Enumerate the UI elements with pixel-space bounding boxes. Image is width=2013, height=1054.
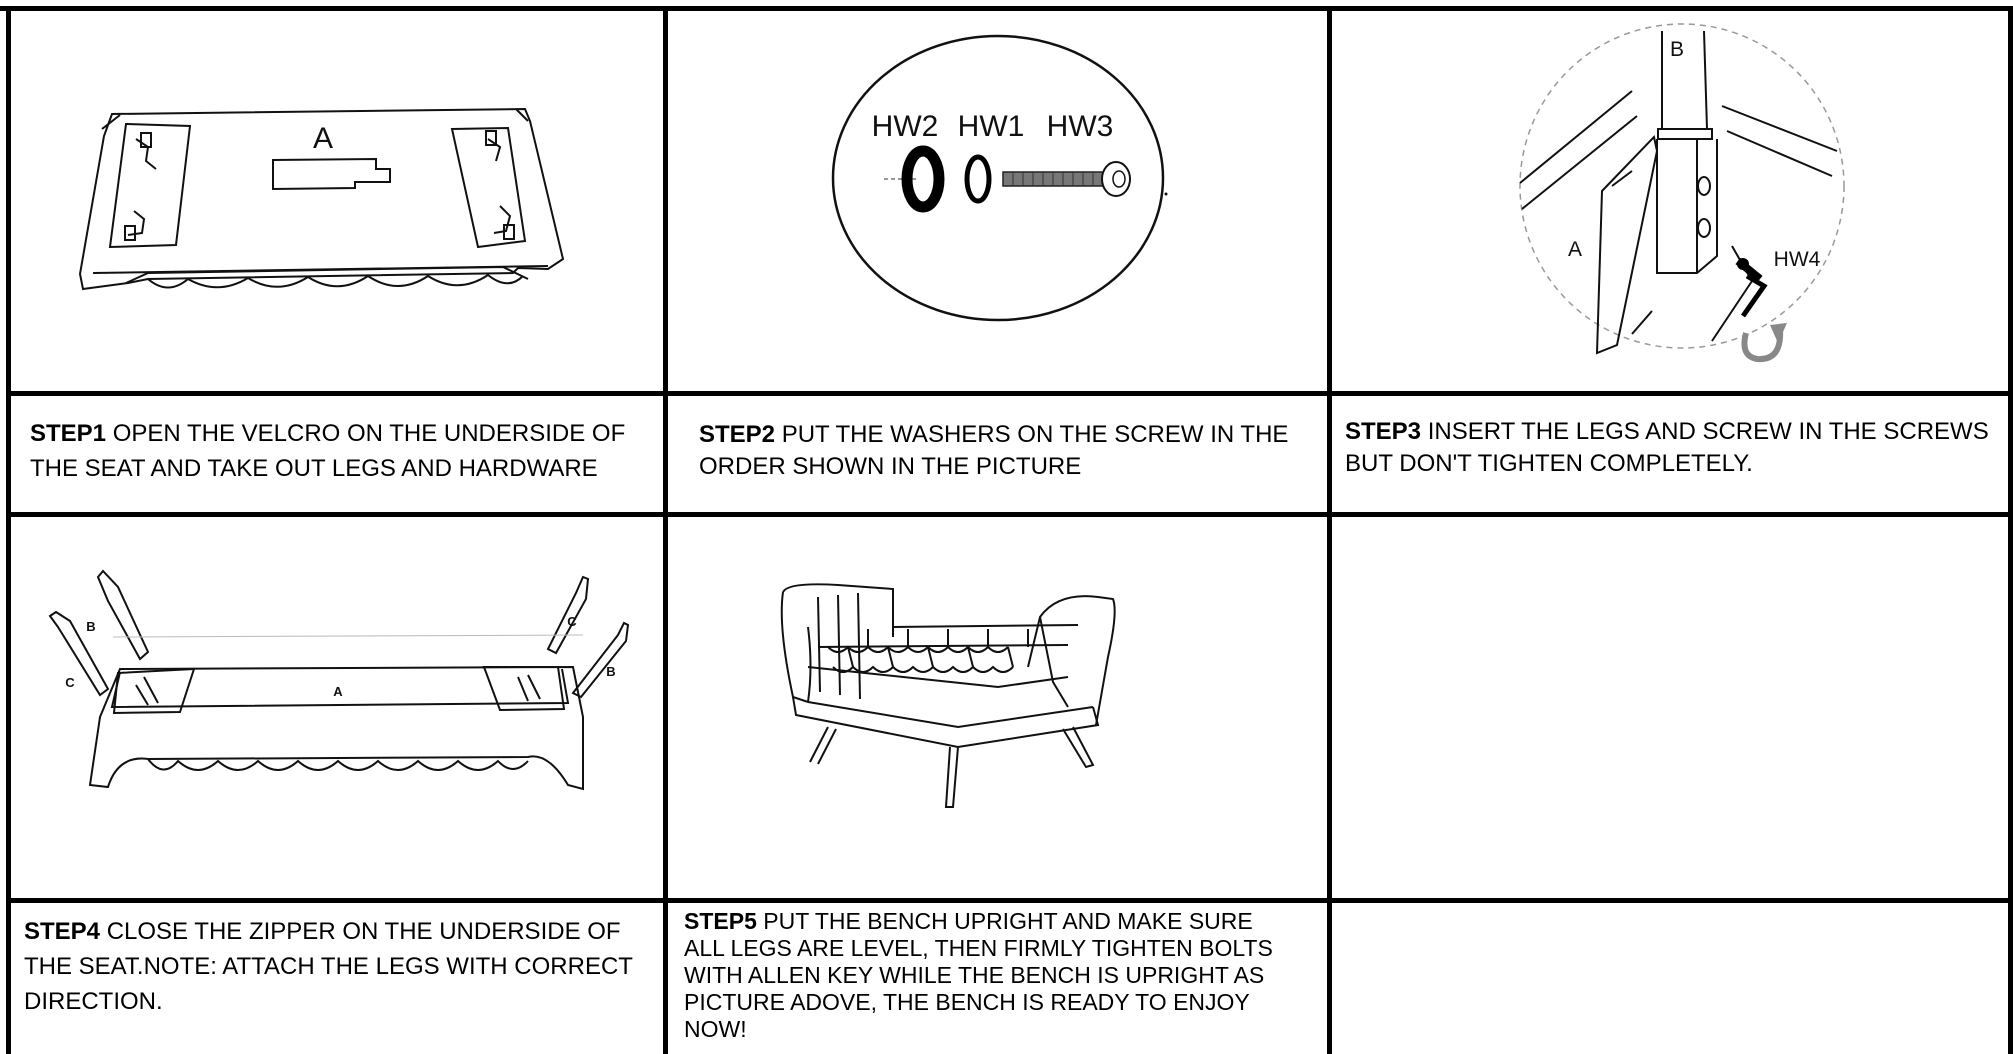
step2-hw1-label: HW1 bbox=[958, 110, 1025, 143]
step4-label: STEP4 bbox=[24, 918, 100, 945]
step3-instruction: STEP3 INSERT THE LEGS AND SCREW IN THE S… bbox=[1345, 416, 2000, 480]
step2-hw2-label: HW2 bbox=[872, 110, 939, 143]
step2-hw3-label: HW3 bbox=[1047, 110, 1114, 143]
step3-text: INSERT THE LEGS AND SCREW IN THE SCREWS … bbox=[1345, 418, 1989, 477]
step4-instruction: STEP4 CLOSE THE ZIPPER ON THE UNDERSIDE … bbox=[24, 914, 654, 1019]
step5-label: STEP5 bbox=[684, 908, 757, 934]
step3-seat-a-label: A bbox=[1568, 238, 1582, 261]
washer-hw1-icon bbox=[967, 157, 989, 201]
step2-label: STEP2 bbox=[699, 421, 775, 448]
screw-hw3-icon bbox=[1003, 162, 1130, 196]
step3-leg-insert-figure: B A HW4 bbox=[1332, 11, 2007, 391]
step2-hardware-figure: HW2 HW1 HW3 bbox=[668, 11, 1328, 391]
grid-line-row3 bbox=[8, 898, 2013, 903]
step4-attach-legs-figure: B C A C B bbox=[8, 517, 668, 897]
step1-seat-underside-figure: A bbox=[8, 11, 668, 391]
step5-instruction: STEP5 PUT THE BENCH UPRIGHT AND MAKE SUR… bbox=[684, 908, 1294, 1043]
step4-text: CLOSE THE ZIPPER ON THE UNDERSIDE OF THE… bbox=[24, 918, 633, 1015]
washer-hw2-icon bbox=[907, 151, 939, 207]
step4-leg-b-left-label: B bbox=[86, 619, 95, 634]
step5-bench-upright-figure bbox=[668, 517, 1328, 897]
step1-part-a-label: A bbox=[313, 122, 333, 155]
step4-leg-b-right-label: B bbox=[606, 664, 615, 679]
step2-instruction: STEP2 PUT THE WASHERS ON THE SCREW IN TH… bbox=[699, 419, 1314, 483]
step3-hw4-label: HW4 bbox=[1774, 248, 1821, 271]
step5-text: PUT THE BENCH UPRIGHT AND MAKE SURE ALL … bbox=[684, 908, 1273, 1042]
grid-line-row1 bbox=[8, 391, 2013, 396]
step4-seat-a-label: A bbox=[333, 684, 343, 699]
step4-leg-c-left-label: C bbox=[65, 675, 75, 690]
step2-text: PUT THE WASHERS ON THE SCREW IN THE ORDE… bbox=[699, 421, 1288, 480]
step1-instruction: STEP1 OPEN THE VELCRO ON THE UNDERSIDE O… bbox=[30, 416, 650, 486]
allen-key-icon bbox=[1737, 258, 1764, 316]
step3-leg-b-label: B bbox=[1670, 38, 1684, 61]
grid-line-right bbox=[2008, 6, 2013, 1054]
step1-label: STEP1 bbox=[30, 420, 106, 447]
step1-text: OPEN THE VELCRO ON THE UNDERSIDE OF THE … bbox=[30, 420, 625, 482]
step3-label: STEP3 bbox=[1345, 418, 1421, 445]
step4-leg-c-right-label: C bbox=[567, 614, 577, 629]
